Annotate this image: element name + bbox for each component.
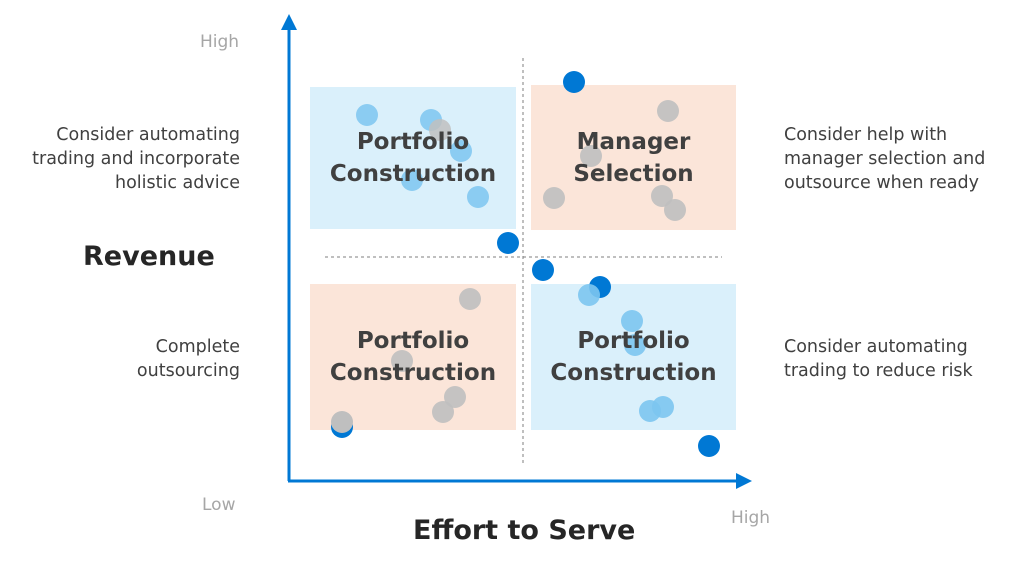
y-axis-low-label: Low (202, 495, 236, 515)
x-axis-title: Effort to Serve (413, 515, 636, 546)
x-axis-arrow-icon (736, 473, 752, 489)
note-bottom-right: Consider automating trading to reduce ri… (784, 337, 973, 381)
quadrant-top-right: Manager Selection (531, 85, 736, 230)
dot (467, 186, 489, 208)
quadrant-bottom-left: Portfolio Construction (310, 284, 516, 430)
quadrant-top-right-label: Manager Selection (573, 128, 694, 187)
note-bottom-left: Complete outsourcing (136, 337, 240, 381)
dot (444, 386, 466, 408)
y-axis-arrow-icon (281, 14, 297, 30)
dots (331, 71, 720, 457)
dot (664, 199, 686, 221)
dot (432, 401, 454, 423)
dot (639, 400, 661, 422)
dot (543, 187, 565, 209)
dot (563, 71, 585, 93)
dot (580, 145, 602, 167)
dot (624, 334, 646, 356)
quadrant-top-left: Portfolio Construction (310, 87, 516, 229)
quadrant-bottom-right-label: Portfolio Construction (550, 328, 717, 386)
y-axis-title: Revenue (83, 241, 215, 272)
dot (651, 185, 673, 207)
y-axis-high-label: High (200, 32, 240, 52)
x-axis-high-label: High (731, 508, 771, 528)
dot (497, 232, 519, 254)
dot (578, 284, 600, 306)
dot (657, 100, 679, 122)
note-top-left: Consider automating trading and incorpor… (32, 125, 240, 193)
quadrant-bottom-right: Portfolio Construction (531, 284, 736, 430)
note-top-right: Consider help with manager selection and… (784, 125, 986, 193)
dot (532, 259, 554, 281)
dot (621, 310, 643, 332)
dot (450, 140, 472, 162)
dot (459, 288, 481, 310)
dot (391, 350, 413, 372)
dot (356, 104, 378, 126)
dot (331, 411, 353, 433)
dot (401, 169, 423, 191)
dot (429, 119, 451, 141)
dot (698, 435, 720, 457)
quadrant-bottom-left-label: Portfolio Construction (329, 328, 497, 386)
quadrant-top-left-label: Portfolio Construction (329, 129, 497, 187)
